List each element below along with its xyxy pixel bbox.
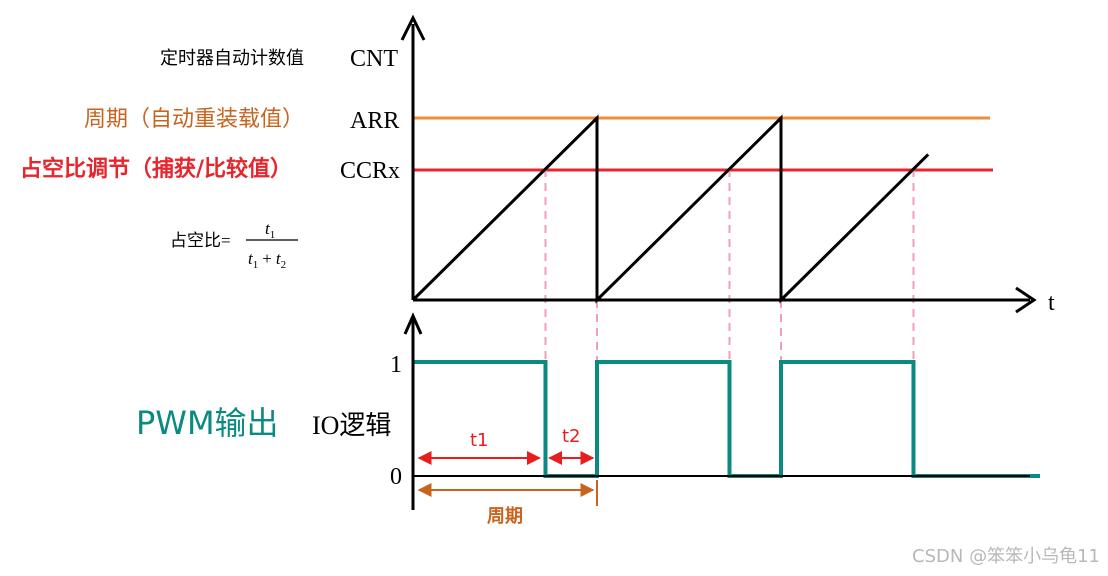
time-axis-arrow-icon	[1015, 286, 1037, 314]
cnt-caption: 定时器自动计数值	[160, 48, 304, 69]
time-annotations: t1 t2 周期	[417, 426, 598, 527]
duty-cycle-formula: 占空比= t1 t1+t2	[170, 219, 298, 271]
t1-label: t1	[470, 430, 489, 451]
arr-symbol: ARR	[350, 108, 399, 134]
io-caption: IO逻辑	[312, 411, 391, 440]
level-low-label: 0	[390, 464, 402, 490]
period-label: 周期	[487, 506, 523, 527]
pwm-caption: PWM输出	[136, 404, 279, 442]
cnt-symbol: CNT	[350, 46, 398, 72]
level-high-label: 1	[390, 352, 402, 378]
formula-denominator: t1+t2	[248, 249, 286, 271]
watermark: CSDN @笨笨小乌龟11	[912, 546, 1100, 567]
pwm-y-axis-arrow-icon	[403, 312, 423, 335]
formula-lhs: 占空比=	[170, 231, 231, 250]
counter-sawtooth	[411, 114, 930, 304]
time-axis-label: t	[1048, 290, 1055, 316]
ccr-symbol: CCRx	[340, 158, 400, 184]
arr-caption: 周期（自动重装载值）	[84, 107, 304, 132]
t2-label: t2	[562, 426, 581, 447]
formula-numerator: t1	[265, 219, 275, 241]
pwm-waveform	[413, 360, 1040, 478]
ccr-caption: 占空比调节（捕获/比较值）	[20, 156, 292, 182]
counter-y-axis-arrow-icon	[400, 14, 426, 41]
